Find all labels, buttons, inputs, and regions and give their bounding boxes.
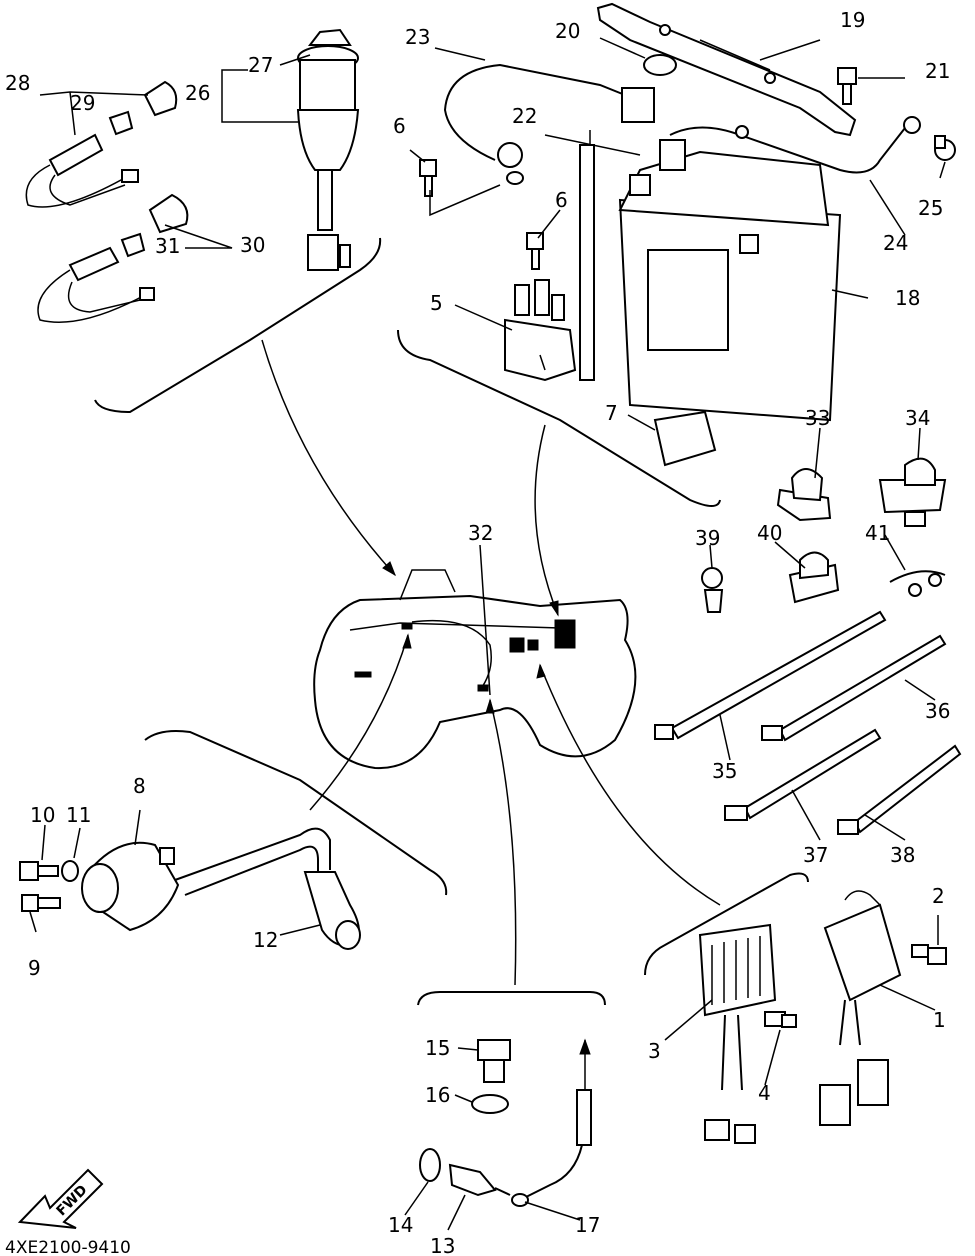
callout-19: 19 — [840, 8, 865, 32]
part-bolt-21 — [837, 67, 857, 105]
part-ignition-coil-8 — [81, 827, 331, 932]
bracket-30 — [164, 224, 233, 249]
part-cap-29 — [108, 80, 178, 136]
part-clamp-33 — [776, 468, 832, 522]
callout-6b: 6 — [555, 188, 568, 212]
callout-24: 24 — [883, 231, 908, 255]
callout-31: 31 — [155, 234, 180, 258]
part-clip-41 — [889, 570, 946, 597]
part-clip-40 — [788, 551, 840, 604]
callout-7: 7 — [605, 401, 618, 425]
part-tie-37 — [724, 728, 882, 821]
part-main-switch-26 — [296, 28, 360, 271]
part-tube-22 — [579, 130, 595, 381]
part-bracket-19 — [596, 2, 857, 137]
fwd-arrow-icon: FWD — [17, 1168, 104, 1229]
part-gasket-16 — [471, 1094, 509, 1114]
callout-29: 29 — [70, 91, 95, 115]
callout-17: 17 — [575, 1213, 600, 1237]
callout-16: 16 — [425, 1083, 450, 1107]
callout-41: 41 — [865, 521, 890, 545]
callout-28: 28 — [5, 71, 30, 95]
callout-30: 30 — [240, 233, 265, 257]
pointer-lines — [261, 339, 721, 986]
callout-32: 32 — [468, 521, 493, 545]
callout-23: 23 — [405, 25, 430, 49]
callout-14: 14 — [388, 1213, 413, 1237]
bracket-26 — [221, 69, 298, 123]
callout-34: 34 — [905, 406, 930, 430]
part-cdi-1 — [819, 890, 902, 1126]
drawing-code: 4XE2100-9410 — [5, 1238, 131, 1256]
callout-6a: 6 — [393, 114, 406, 138]
part-bolt-2 — [911, 944, 947, 965]
part-hose-17 — [511, 1038, 592, 1207]
part-washer-11 — [61, 860, 79, 882]
callout-10: 10 — [30, 803, 55, 827]
callout-36: 36 — [925, 699, 950, 723]
callout-21: 21 — [925, 59, 950, 83]
callout-18: 18 — [895, 286, 920, 310]
callout-11: 11 — [66, 803, 91, 827]
bolt-leader-6a — [429, 184, 501, 217]
callout-25: 25 — [918, 196, 943, 220]
part-bolt-9 — [21, 894, 61, 912]
part-cable-24 — [669, 116, 921, 174]
callout-3: 3 — [648, 1039, 661, 1063]
group-bracket-switches — [94, 237, 382, 414]
callout-38: 38 — [890, 843, 915, 867]
callout-1: 1 — [933, 1008, 946, 1032]
part-switch-28 — [25, 133, 139, 208]
callout-27: 27 — [248, 53, 273, 77]
part-bolt-6a — [419, 159, 437, 197]
group-bracket-battery — [397, 329, 721, 507]
part-bolt-4 — [764, 1011, 797, 1028]
callout-4: 4 — [758, 1081, 771, 1105]
part-clamp-34 — [878, 457, 947, 527]
pointer-arrowheads — [382, 561, 559, 714]
bracket-28 — [39, 91, 149, 136]
part-bolt-6b — [526, 232, 544, 270]
callout-22: 22 — [512, 104, 537, 128]
part-relay-7 — [653, 410, 717, 467]
part-switch-30 — [37, 246, 155, 323]
callout-13: 13 — [430, 1234, 455, 1256]
callout-33: 33 — [805, 406, 830, 430]
part-tie-38 — [837, 744, 962, 835]
part-relay-5 — [504, 279, 577, 382]
part-cable-23 — [443, 63, 655, 185]
callout-9: 9 — [28, 956, 41, 980]
callout-35: 35 — [712, 759, 737, 783]
part-sensor-13 — [448, 1163, 511, 1197]
callout-40: 40 — [757, 521, 782, 545]
group-bracket-sensors — [417, 991, 606, 1006]
callout-5: 5 — [430, 291, 443, 315]
part-bolt-10 — [19, 861, 59, 881]
vehicle-outline — [313, 569, 637, 770]
callout-12: 12 — [253, 928, 278, 952]
callout-37: 37 — [803, 843, 828, 867]
group-bracket-ignition — [144, 730, 448, 896]
callout-15: 15 — [425, 1036, 450, 1060]
callout-26: 26 — [185, 81, 210, 105]
leader-lines — [29, 37, 946, 1231]
callout-20: 20 — [555, 19, 580, 43]
callout-8: 8 — [133, 774, 146, 798]
part-clip-39 — [701, 567, 724, 613]
part-cap-31 — [120, 193, 189, 258]
part-sensor-15 — [477, 1039, 511, 1083]
part-cap-20 — [643, 54, 677, 76]
part-grommet-25 — [934, 135, 956, 161]
callout-2: 2 — [932, 884, 945, 908]
part-battery-18 — [618, 139, 842, 422]
part-tie-36 — [761, 634, 947, 742]
callout-39: 39 — [695, 526, 720, 550]
part-gasket-14 — [419, 1148, 441, 1182]
part-plug-cap-12 — [303, 871, 361, 950]
part-regulator-3 — [698, 923, 777, 1144]
part-tie-35 — [654, 610, 887, 740]
group-bracket-regulator — [644, 872, 809, 976]
